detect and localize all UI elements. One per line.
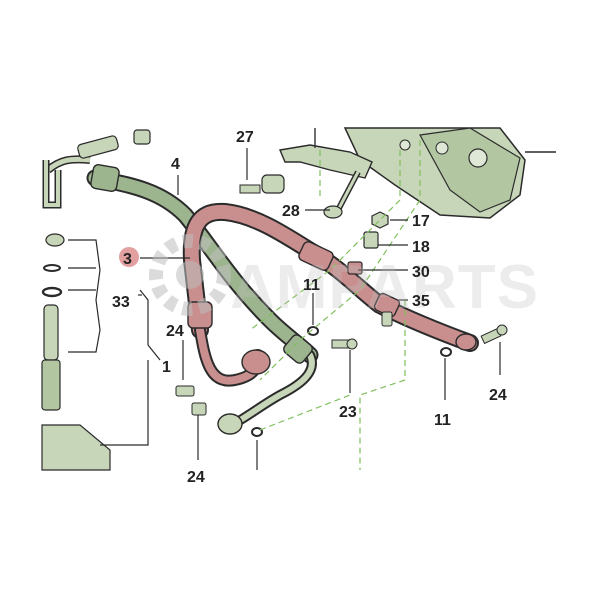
bolt-23	[331, 338, 358, 350]
gear-icon	[149, 234, 231, 316]
callout-11-top: 11	[303, 277, 320, 294]
callout-17: 17	[412, 213, 430, 230]
bolt-24-left	[175, 385, 195, 397]
callout-35: 35	[412, 293, 430, 310]
highlight-dot	[119, 247, 139, 267]
bolt-24-right	[480, 324, 508, 345]
callout-30: 30	[412, 264, 430, 281]
callout-3: 3	[123, 251, 132, 268]
bolt-28	[323, 170, 361, 219]
callout-24-bottom: 24	[187, 469, 205, 486]
callout-23: 23	[339, 404, 357, 421]
callout-27: 27	[236, 129, 254, 146]
oring-right	[440, 347, 452, 357]
left-components	[41, 129, 151, 471]
bolt-27	[239, 174, 285, 194]
oring-11a	[307, 326, 319, 336]
callout-11-bottom: 11	[434, 412, 451, 429]
callout-33: 33	[112, 294, 130, 311]
dashed-guides	[249, 140, 421, 470]
callout-4: 4	[171, 156, 180, 173]
leader-lines	[68, 128, 501, 470]
callout-1: 1	[162, 359, 171, 376]
green-pipe	[86, 164, 319, 435]
callout-24-left: 24	[166, 323, 184, 340]
fitting-30	[347, 261, 363, 275]
callout-28: 28	[282, 203, 300, 220]
compressor	[343, 127, 556, 219]
oring-bottom	[251, 427, 263, 437]
watermark-text: AMPARTS	[230, 253, 539, 322]
red-pipe	[182, 202, 479, 387]
callout-18: 18	[412, 239, 430, 256]
bolt-35	[381, 311, 393, 327]
watermark: AMPARTS	[149, 234, 539, 322]
fitting-18	[363, 231, 379, 249]
callout-labels: 27 4 3 28 17 18 30 11 35 33 24 1 24 23 1…	[112, 129, 507, 486]
callout-24-right: 24	[489, 387, 507, 404]
bolt-24-bottom	[191, 402, 207, 416]
